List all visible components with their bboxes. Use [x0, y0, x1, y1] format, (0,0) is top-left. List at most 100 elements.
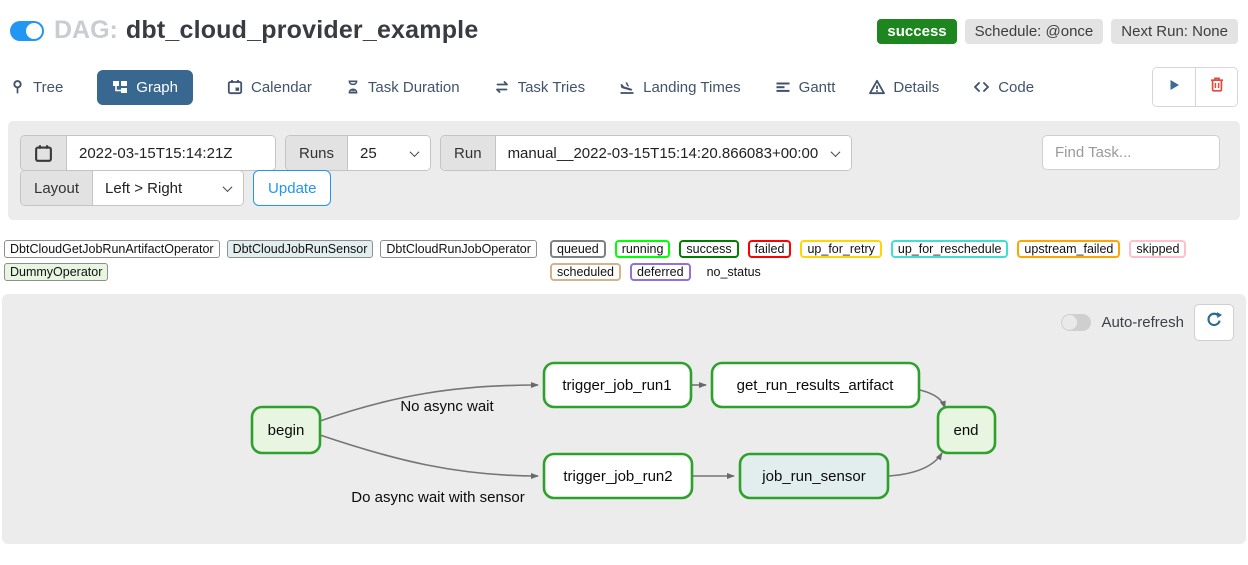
update-button[interactable]: Update — [253, 170, 332, 206]
tab-label: Task Duration — [367, 78, 460, 96]
edge-get_run_results_artifact-end[interactable] — [919, 389, 946, 409]
num-runs-select[interactable]: 25 — [348, 136, 431, 170]
edge-job_run_sensor-end[interactable] — [888, 452, 943, 477]
hourglass-icon — [346, 79, 360, 95]
code-icon — [973, 79, 990, 95]
tab-label: Calendar — [251, 78, 312, 96]
edge-label: No async wait — [400, 398, 494, 415]
header-badges: success Schedule: @once Next Run: None — [877, 17, 1238, 44]
status-legend-item: skipped — [1129, 240, 1187, 258]
layout-group: Layout Left > Right — [20, 170, 245, 206]
status-legend-item: scheduled — [550, 263, 621, 281]
task-node-label: trigger_job_run2 — [563, 468, 672, 485]
dag-graph: No async wait Do async wait with sensor … — [250, 361, 997, 506]
task-node-begin[interactable]: begin — [250, 405, 322, 455]
operator-badge: DummyOperator — [4, 263, 109, 281]
dag-prefix-label: DAG: — [54, 16, 118, 44]
task-node-label: begin — [268, 422, 305, 439]
tab-label: Code — [998, 78, 1035, 96]
next-run-badge: Next Run: None — [1111, 19, 1238, 44]
num-runs-group: Runs 25 — [285, 135, 432, 171]
edge-label: Do async wait with sensor — [351, 489, 524, 506]
tab-task-duration[interactable]: Task Duration — [346, 70, 460, 105]
tab-graph[interactable]: Graph — [97, 69, 193, 105]
legend: DbtCloudGetJobRunArtifactOperator DbtClo… — [4, 240, 1244, 281]
schedule-badge[interactable]: Schedule: @once — [964, 19, 1104, 44]
status-legend-item: deferred — [630, 263, 691, 281]
run-select[interactable]: manual__2022-03-15T15:14:20.866083+00:00 — [495, 136, 852, 170]
layout-label: Layout — [21, 171, 94, 205]
tab-label: Task Tries — [517, 78, 586, 96]
page-title: dbt_cloud_provider_example — [125, 16, 479, 44]
tab-label: Graph — [136, 78, 178, 96]
tab-task-tries[interactable]: Task Tries — [494, 70, 586, 105]
refresh-button[interactable] — [1194, 304, 1234, 341]
tab-details[interactable]: Details — [869, 70, 939, 105]
status-legend-item: no_status — [706, 265, 761, 279]
status-legend-item: up_for_retry — [800, 240, 882, 258]
calendar-icon — [227, 79, 243, 95]
tab-tree[interactable]: Tree — [10, 70, 63, 105]
tree-icon — [10, 79, 25, 95]
chevron-down-icon — [830, 146, 841, 157]
tab-gantt[interactable]: Gantt — [775, 70, 836, 105]
filter-row-2: Layout Left > Right Update — [20, 170, 1228, 206]
status-legend-item: running — [614, 240, 671, 258]
filter-bar: Runs 25 Run manual__2022-03-15T15:14:20.… — [8, 121, 1240, 220]
task-node-label: job_run_sensor — [761, 468, 865, 485]
chevron-down-icon — [409, 146, 420, 157]
task-node-trigger_job_run2[interactable]: trigger_job_run2 — [542, 452, 694, 500]
operator-legend: DbtCloudGetJobRunArtifactOperator DbtClo… — [4, 240, 550, 281]
layout-value: Left > Right — [105, 179, 183, 197]
dag-header: DAG: dbt_cloud_provider_example success … — [0, 0, 1248, 45]
edge-begin-trigger_job_run2[interactable] — [319, 434, 539, 479]
layout-select[interactable]: Left > Right — [93, 171, 244, 205]
tab-calendar[interactable]: Calendar — [227, 70, 312, 105]
delete-dag-button[interactable] — [1195, 68, 1237, 106]
repeat-icon — [494, 79, 510, 95]
gantt-icon — [775, 79, 791, 95]
status-badge: success — [877, 19, 957, 44]
details-icon — [869, 79, 886, 95]
toggle-knob — [26, 22, 42, 39]
task-node-label: get_run_results_artifact — [737, 377, 895, 394]
dag-action-buttons — [1152, 67, 1238, 107]
calendar-picker-button[interactable] — [21, 136, 67, 170]
tab-landing-times[interactable]: Landing Times — [619, 70, 741, 105]
edge-begin-trigger_job_run1[interactable] — [319, 382, 539, 422]
tab-label: Gantt — [798, 78, 836, 96]
task-node-end[interactable]: end — [936, 405, 997, 455]
status-legend: queued running success failed up_for_ret… — [550, 240, 1240, 281]
tab-label: Tree — [33, 78, 64, 96]
view-tabs: Tree Graph Calendar Task Duration Task T… — [10, 69, 1034, 105]
chevron-down-icon — [222, 181, 233, 192]
task-node-get_run_results_artifact[interactable]: get_run_results_artifact — [710, 361, 921, 409]
base-date-group — [20, 135, 276, 171]
base-date-input[interactable] — [67, 136, 275, 170]
tab-label: Landing Times — [643, 78, 741, 96]
tab-label: Details — [893, 78, 940, 96]
operator-badge: DbtCloudRunJobOperator — [380, 240, 537, 258]
find-task-input[interactable] — [1042, 135, 1220, 170]
refresh-controls: Auto-refresh — [1061, 304, 1234, 341]
trash-icon — [1209, 76, 1225, 98]
operator-badge: DbtCloudGetJobRunArtifactOperator — [4, 240, 220, 258]
auto-refresh-toggle[interactable] — [1061, 314, 1092, 331]
task-node-trigger_job_run1[interactable]: trigger_job_run1 — [542, 361, 693, 409]
run-label: Run — [441, 136, 496, 170]
num-runs-value: 25 — [360, 144, 377, 162]
task-node-job_run_sensor[interactable]: job_run_sensor — [738, 452, 890, 500]
dag-graph-panel: Auto-refresh No async wait Do async wait… — [2, 294, 1246, 544]
status-legend-item: success — [679, 240, 739, 258]
trigger-dag-button[interactable] — [1153, 68, 1195, 106]
plane-landing-icon — [619, 79, 635, 95]
status-legend-item: failed — [747, 240, 792, 258]
task-node-label: trigger_job_run1 — [562, 377, 671, 394]
runs-label: Runs — [286, 136, 349, 170]
run-group: Run manual__2022-03-15T15:14:20.866083+0… — [440, 135, 853, 171]
refresh-icon — [1205, 311, 1223, 334]
tab-code[interactable]: Code — [973, 70, 1034, 105]
dag-pause-toggle[interactable] — [10, 20, 44, 41]
graph-icon — [112, 79, 128, 95]
operator-badge: DbtCloudJobRunSensor — [226, 240, 374, 258]
